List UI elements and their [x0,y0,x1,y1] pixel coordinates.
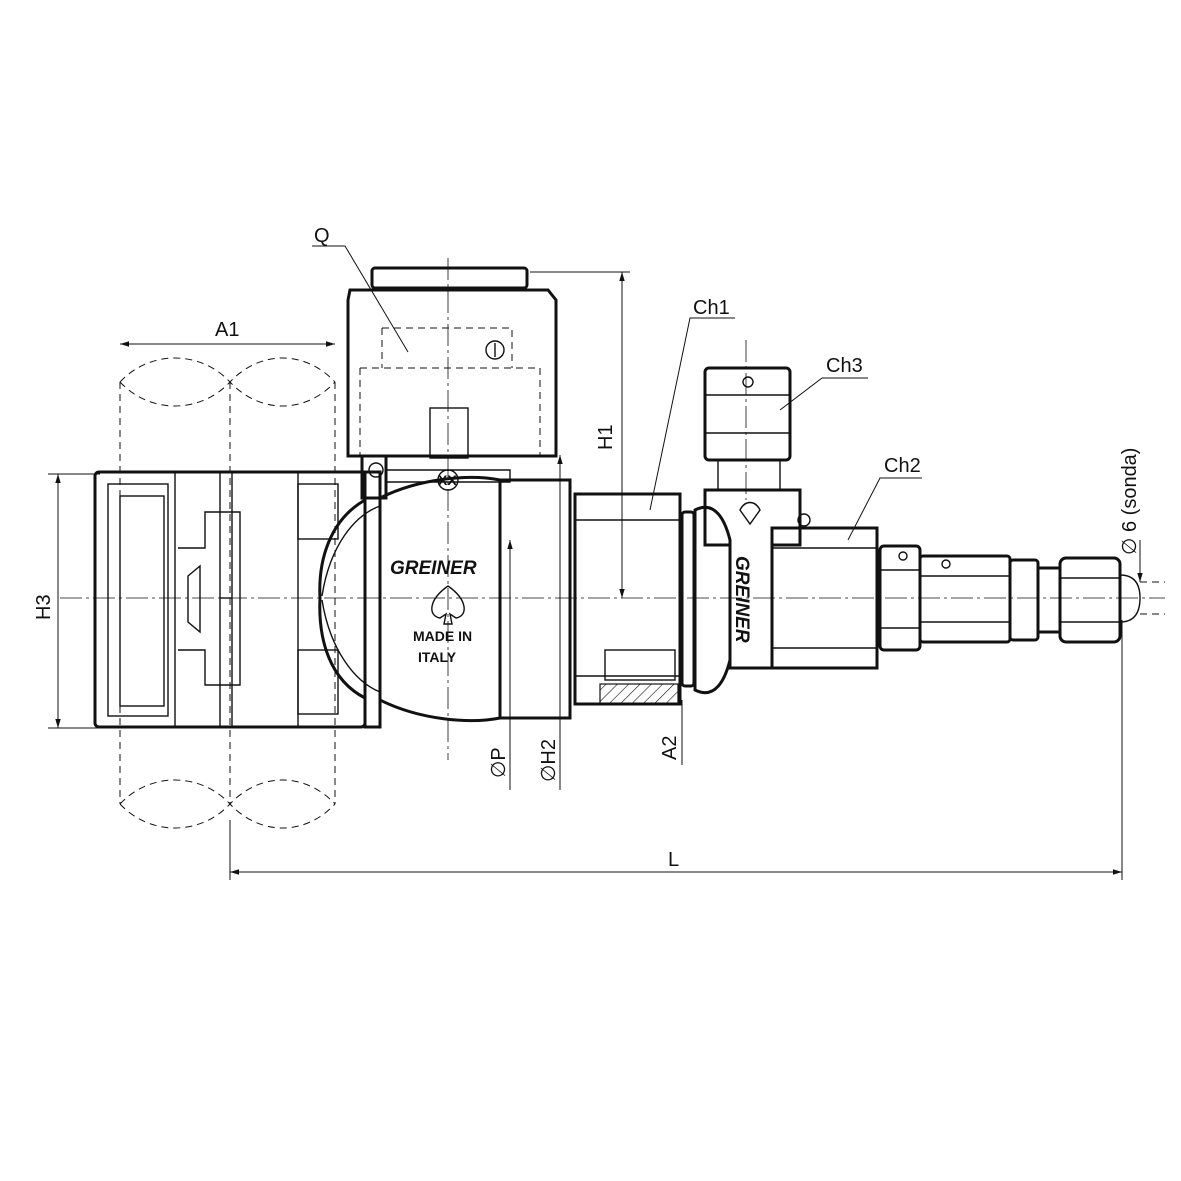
spade-logo [431,585,465,625]
label-probe: ∅ 6 (sonda) [1119,448,1141,555]
italy-text: ITALY [418,649,457,665]
leader-lines [312,245,922,541]
made-in-text: MADE IN [413,628,472,644]
pipe-clamp-fitting [93,470,367,729]
ch2-connection [770,526,1165,670]
label-l: L [668,849,679,871]
label-ch2: Ch2 [884,455,921,477]
brand-greiner-side: GREINER [731,556,752,643]
xx-mark: XX [438,472,457,488]
label-h2: ∅H2 [538,739,560,782]
label-h1: H1 [595,424,617,450]
label-p: ∅P [488,747,510,778]
label-ch3: Ch3 [826,355,863,377]
label-h3: H3 [33,594,55,620]
hex-connection [573,492,732,706]
valve-body [318,470,572,729]
label-a2: A2 [659,736,681,760]
brand-greiner-main: GREINER [390,558,477,579]
dimension-lines [48,271,1143,880]
label-a1: A1 [215,319,239,341]
label-ch1: Ch1 [693,297,730,319]
label-q: Q [314,225,330,247]
actuator-head [346,266,558,500]
dashed-pipe-outline [119,357,336,829]
